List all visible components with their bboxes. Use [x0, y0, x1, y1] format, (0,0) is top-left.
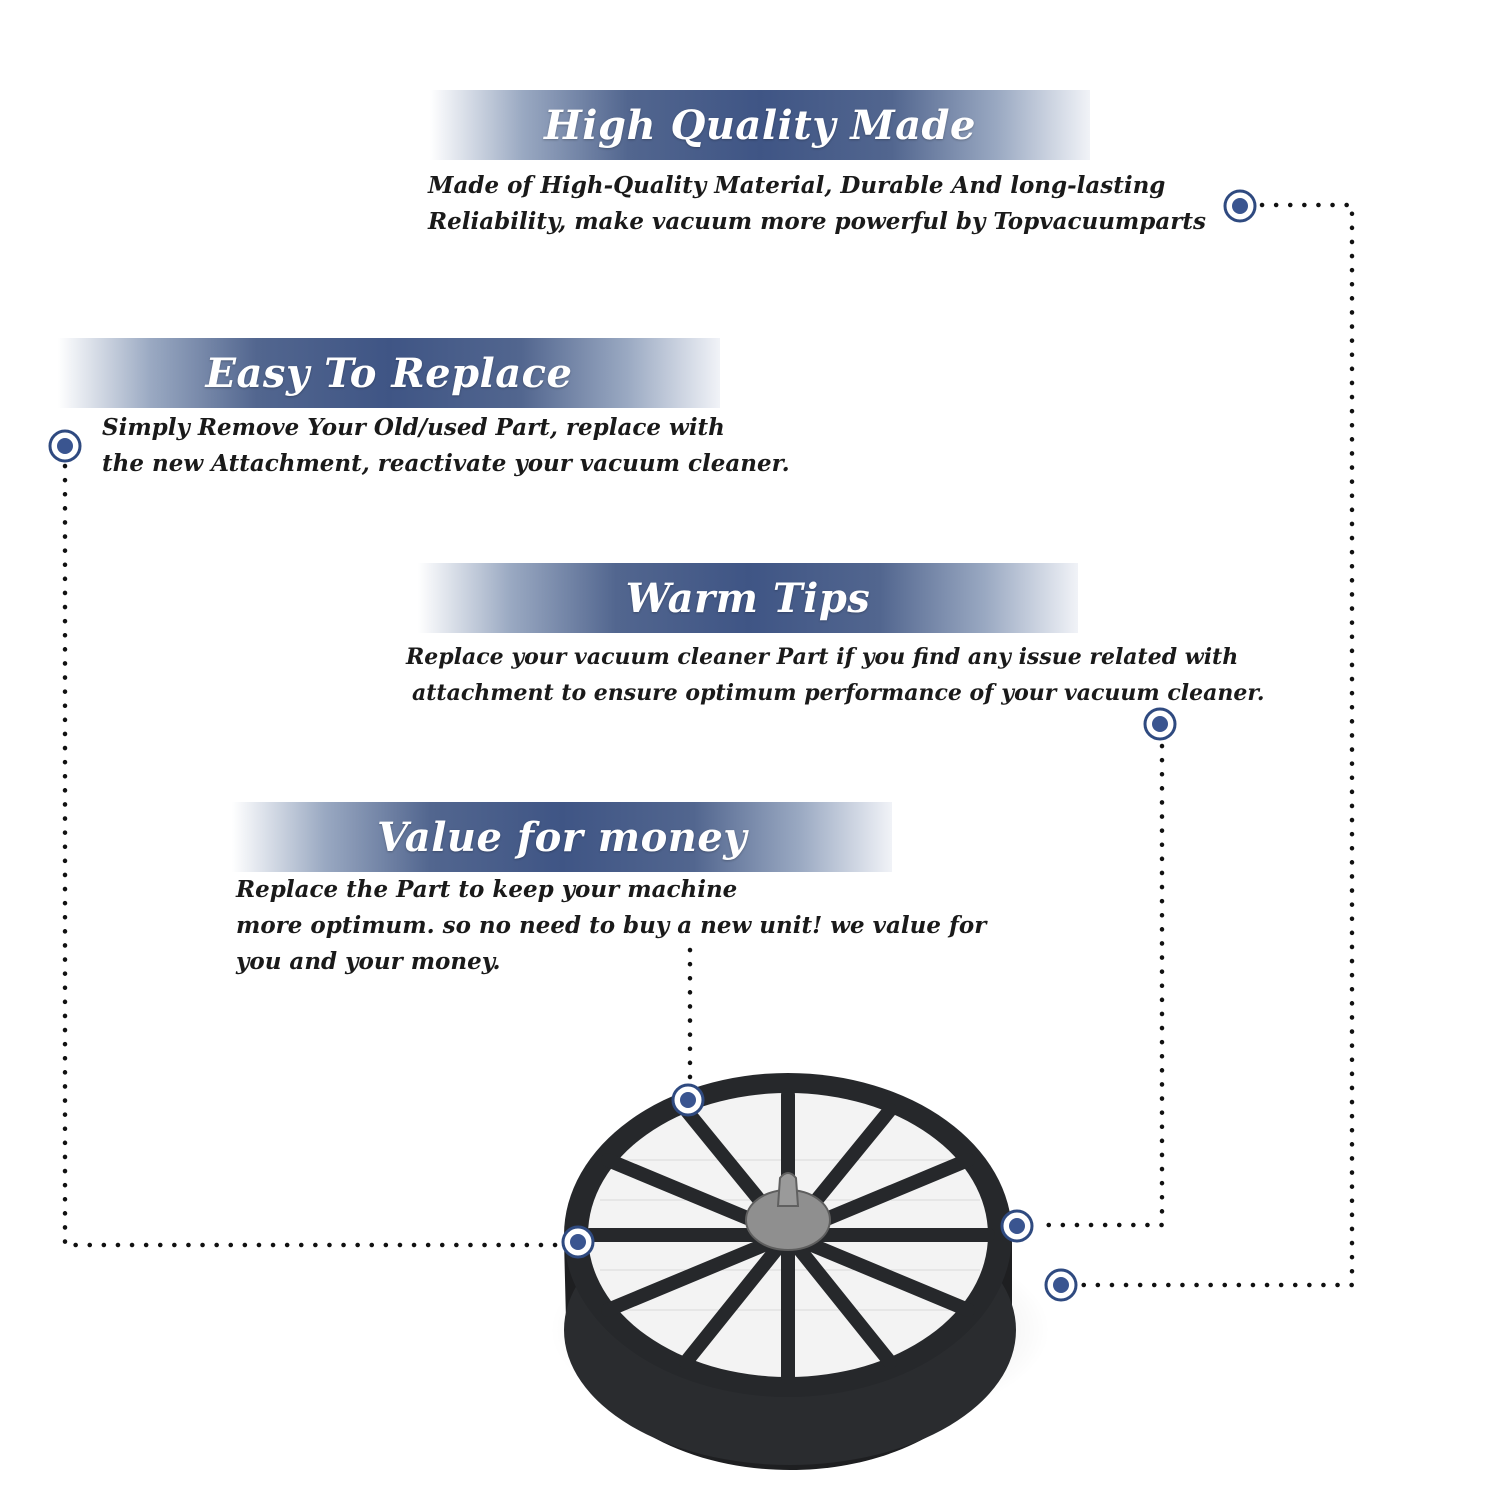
marker-dot-icon: [561, 1225, 595, 1259]
warm-tips-description: Replace your vacuum cleaner Part if you …: [406, 639, 1265, 711]
connector-line-high-quality: [1077, 202, 1355, 1288]
description-line: Replace the Part to keep your machine: [236, 876, 738, 903]
description-line: you and your money.: [236, 948, 501, 975]
description-line: attachment to ensure optimum performance…: [412, 680, 1265, 706]
marker-dot-icon: [1143, 707, 1177, 741]
banner-title: Warm Tips: [625, 574, 871, 622]
value-money-description: Replace the Part to keep your machine mo…: [236, 872, 986, 980]
description-line: the new Attachment, reactivate your vacu…: [102, 450, 790, 477]
description-line: Simply Remove Your Old/used Part, replac…: [102, 414, 725, 441]
banner-title: High Quality Made: [544, 101, 976, 149]
air-filter-image: [550, 1073, 1050, 1470]
banner-title: Easy To Replace: [205, 349, 573, 397]
connector-line-warm-tips: [1033, 743, 1165, 1228]
value-money-banner: Value for money: [232, 802, 892, 872]
marker-dot-icon: [1044, 1268, 1078, 1302]
warm-tips-banner: Warm Tips: [418, 563, 1078, 633]
marker-dot-icon: [671, 1083, 705, 1117]
easy-replace-banner: Easy To Replace: [58, 338, 720, 408]
high-quality-banner: High Quality Made: [430, 90, 1090, 160]
marker-dot-icon: [48, 429, 82, 463]
easy-replace-description: Simply Remove Your Old/used Part, replac…: [102, 410, 790, 482]
description-line: Made of High-Quality Material, Durable A…: [428, 172, 1166, 199]
marker-dot-icon: [1223, 189, 1257, 223]
high-quality-description: Made of High-Quality Material, Durable A…: [428, 168, 1206, 240]
description-line: Replace your vacuum cleaner Part if you …: [406, 644, 1239, 670]
description-line: Reliability, make vacuum more powerful b…: [428, 208, 1206, 235]
banner-title: Value for money: [376, 813, 748, 861]
description-line: more optimum. so no need to buy a new un…: [236, 912, 987, 939]
marker-dot-icon: [1000, 1209, 1034, 1243]
